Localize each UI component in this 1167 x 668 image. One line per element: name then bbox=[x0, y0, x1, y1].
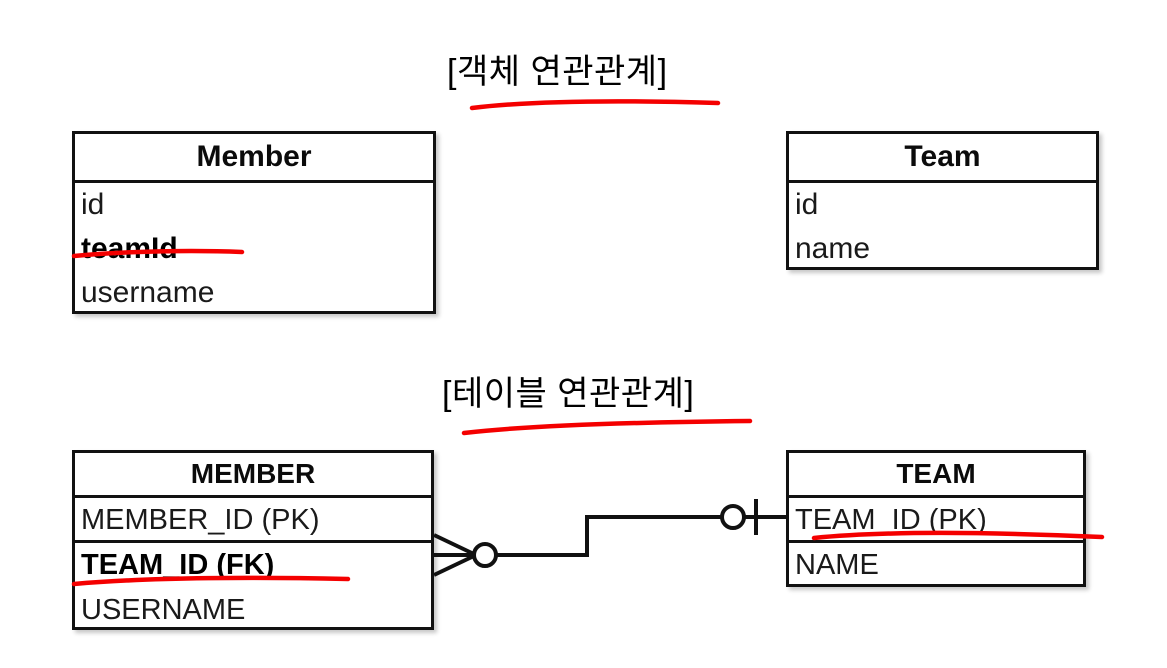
table-column-list-team: TEAM_ID (PK) NAME bbox=[789, 498, 1083, 588]
relationship-line bbox=[496, 515, 722, 557]
table-header-member: MEMBER bbox=[75, 453, 431, 498]
table-column-name: NAME bbox=[795, 549, 879, 581]
optional-circle-team-side bbox=[720, 504, 746, 530]
entity-field-list-member: id teamId username bbox=[75, 183, 433, 315]
crows-foot-many bbox=[433, 533, 477, 577]
table-header-team: TEAM bbox=[789, 453, 1083, 498]
table-column-username: USERNAME bbox=[81, 594, 246, 626]
entity-field-id: id bbox=[81, 188, 105, 221]
optional-circle-member-side bbox=[472, 542, 498, 568]
entity-header-team: Team bbox=[789, 134, 1096, 183]
entity-field-team-name: name bbox=[795, 232, 871, 265]
entity-field-teamid: teamId bbox=[81, 232, 178, 265]
entity-box-team: Team id name bbox=[786, 131, 1099, 270]
entity-field-team-id: id bbox=[795, 188, 819, 221]
object-model-title: [객체 연관관계] bbox=[447, 53, 668, 91]
entity-field-username: username bbox=[81, 276, 215, 309]
table-model-title: [테이블 연관관계] bbox=[442, 375, 695, 413]
entity-box-member: Member id teamId username bbox=[72, 131, 436, 314]
entity-header-member: Member bbox=[75, 134, 433, 183]
table-box-team: TEAM TEAM_ID (PK) NAME bbox=[786, 450, 1086, 587]
entity-field-list-team: id name bbox=[789, 183, 1096, 271]
table-column-team-id-pk: TEAM_ID (PK) bbox=[789, 498, 1083, 543]
table-column-member-id: MEMBER_ID (PK) bbox=[75, 498, 431, 543]
